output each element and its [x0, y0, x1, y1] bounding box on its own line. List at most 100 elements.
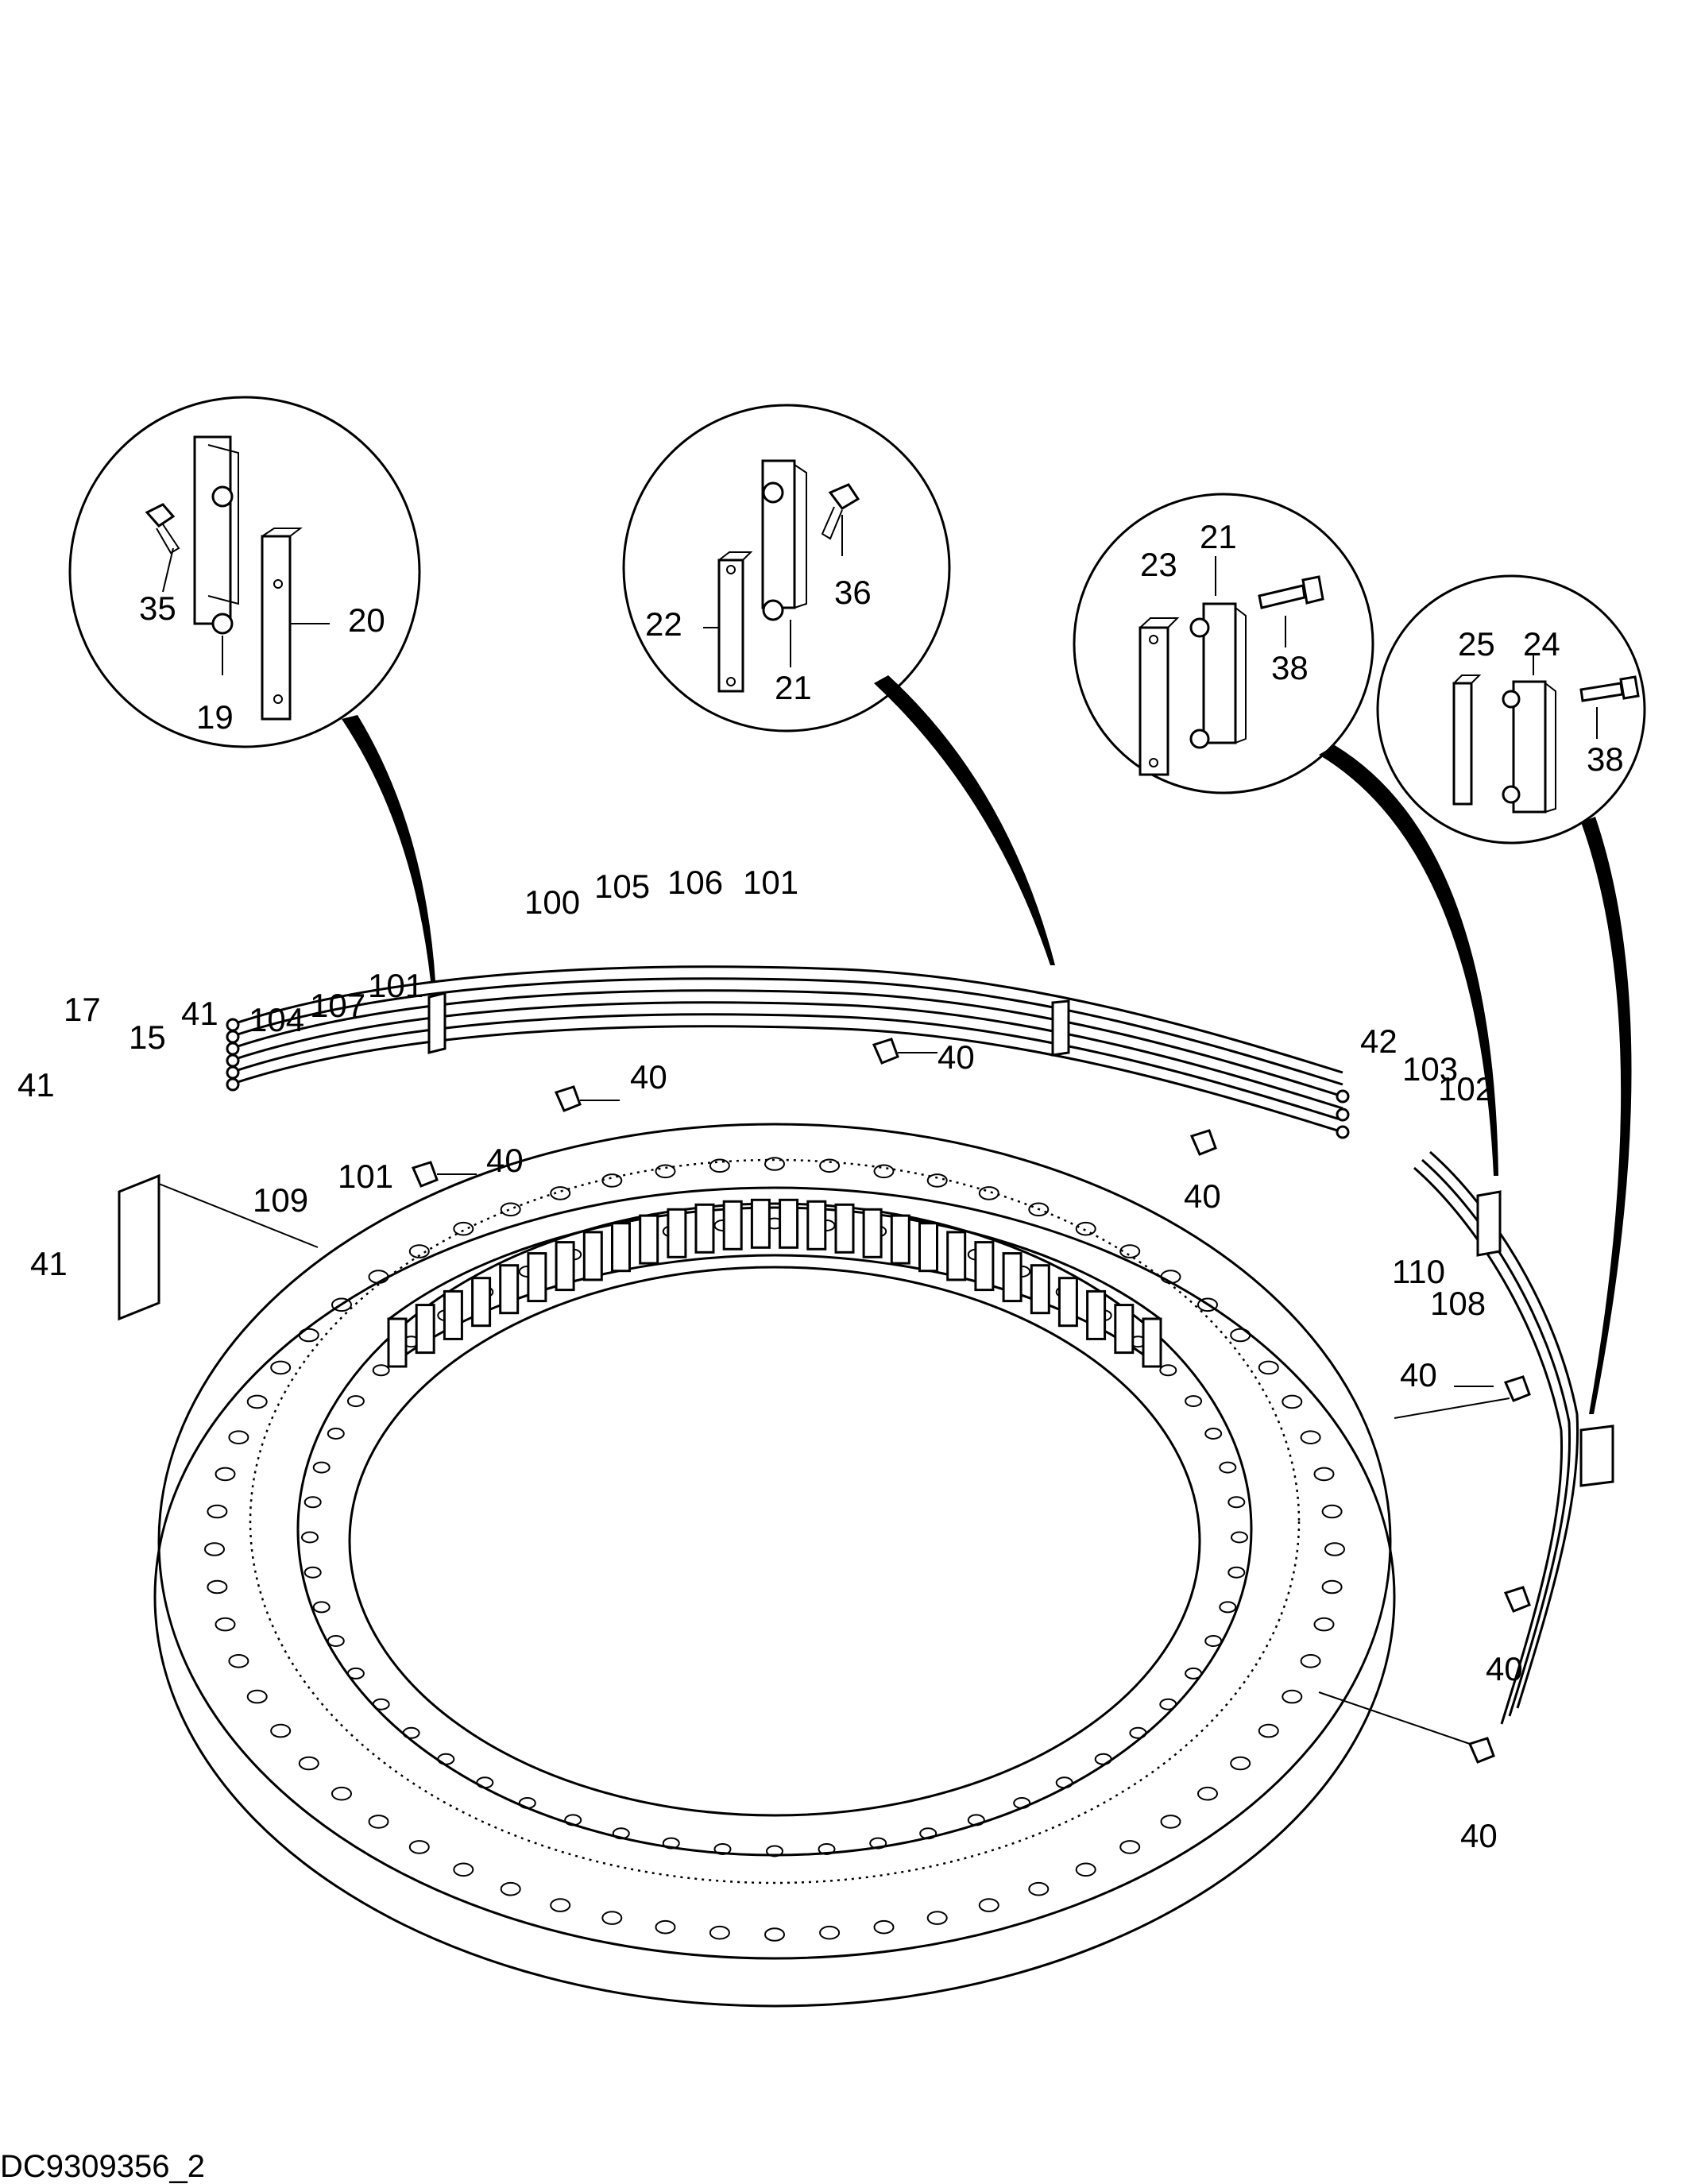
- bolt-hole: [372, 1698, 390, 1710]
- bolt-hole: [709, 1925, 730, 1940]
- label-15: 15: [129, 1019, 166, 1056]
- bolt-hole: [1204, 1428, 1223, 1440]
- bolt-hole: [408, 1244, 430, 1258]
- bolt-hole: [327, 1635, 345, 1647]
- bolt-hole: [518, 1797, 536, 1809]
- gear-tooth: [806, 1200, 827, 1250]
- bolt-hole: [215, 1617, 236, 1632]
- label-106: 106: [667, 864, 723, 901]
- bolt-hole: [1313, 1617, 1335, 1632]
- label-41b: 41: [17, 1066, 55, 1104]
- bolt-hole: [564, 1814, 582, 1826]
- bolt-hole: [1075, 1221, 1096, 1236]
- bolt-hole: [1227, 1496, 1246, 1509]
- bolt-hole: [1013, 1797, 1031, 1809]
- bolt-hole: [612, 1827, 630, 1840]
- bolt-hole: [1185, 1395, 1203, 1408]
- label-108: 108: [1430, 1285, 1486, 1322]
- gear-tooth: [890, 1214, 910, 1265]
- bolt-hole: [601, 1911, 623, 1925]
- label-38a: 38: [1271, 649, 1309, 686]
- bolt-hole: [368, 1270, 389, 1284]
- bolt-hole: [312, 1601, 331, 1614]
- bolt-hole: [215, 1467, 236, 1482]
- gear-tooth: [1142, 1317, 1162, 1368]
- bolt-hole: [270, 1723, 292, 1738]
- bolt-hole: [1321, 1579, 1343, 1595]
- bolt-hole: [301, 1531, 319, 1544]
- bolt-hole: [453, 1221, 474, 1236]
- bolt-hole: [298, 1328, 319, 1343]
- bolt-hole: [298, 1756, 319, 1771]
- bolt-hole: [303, 1496, 322, 1509]
- gear-tooth: [555, 1241, 575, 1292]
- bolt-hole: [1227, 1566, 1246, 1579]
- label-40d: 40: [1184, 1177, 1221, 1215]
- bolt-hole: [368, 1815, 389, 1829]
- label-102: 102: [1438, 1070, 1494, 1107]
- bolt-hole: [228, 1430, 249, 1444]
- hose-bundle: [118, 965, 1614, 1725]
- gear-tooth: [499, 1264, 520, 1315]
- detail-callout-1: [68, 396, 435, 981]
- label-21a: 21: [775, 669, 812, 706]
- bolt-hole: [764, 1927, 785, 1942]
- gear-tooth: [694, 1203, 715, 1254]
- gear-tooth: [1002, 1252, 1023, 1303]
- bolt-hole: [1159, 1364, 1177, 1377]
- document-code: DC9309356_2: [0, 2149, 205, 2184]
- gear-tooth: [471, 1277, 492, 1328]
- detail-callout-2: [622, 404, 1055, 965]
- bolt-hole: [764, 1157, 785, 1171]
- bolt-hole: [476, 1776, 494, 1789]
- bolt-hole: [207, 1504, 228, 1519]
- gear-tooth: [834, 1203, 855, 1254]
- bolt-hole: [1282, 1394, 1303, 1409]
- bolt-hole: [1300, 1654, 1321, 1668]
- label-22: 22: [645, 605, 682, 643]
- bolt-hole: [1055, 1776, 1073, 1789]
- label-101a: 101: [743, 864, 798, 901]
- bolt-hole: [246, 1394, 268, 1409]
- bolt-hole: [1219, 1601, 1237, 1614]
- bolt-hole: [967, 1814, 985, 1826]
- gear-tooth: [387, 1317, 408, 1368]
- bolt-hole: [1313, 1467, 1335, 1482]
- label-103: 103: [1402, 1050, 1458, 1088]
- bolt-hole: [709, 1158, 730, 1173]
- label-17: 17: [64, 991, 101, 1028]
- bolt-hole: [1324, 1542, 1345, 1556]
- gear-tooth: [1030, 1264, 1050, 1315]
- bolt-hole: [873, 1164, 895, 1179]
- bolt-hole: [1219, 1461, 1237, 1474]
- bolt-hole: [303, 1566, 322, 1579]
- gear-tooth: [918, 1222, 938, 1273]
- label-100: 100: [524, 883, 580, 921]
- label-24: 24: [1523, 625, 1560, 663]
- bolt-hole: [919, 1827, 937, 1840]
- bolt-hole: [1258, 1360, 1279, 1375]
- bolt-hole: [1231, 1531, 1248, 1544]
- bolt-hole: [1094, 1753, 1112, 1765]
- label-104: 104: [249, 1001, 304, 1038]
- gear-tooth: [582, 1231, 603, 1281]
- bolt-hole: [1230, 1328, 1251, 1343]
- gear-tooth: [946, 1231, 967, 1281]
- gear-tooth: [527, 1252, 547, 1303]
- bolt-hole: [1159, 1698, 1177, 1710]
- bolt-hole: [1300, 1430, 1321, 1444]
- bolt-hole: [819, 1158, 841, 1173]
- label-107: 107: [310, 987, 365, 1024]
- label-110: 110: [1392, 1253, 1445, 1290]
- label-20: 20: [348, 601, 385, 639]
- bolt-hole: [372, 1364, 390, 1377]
- bolt-hole: [246, 1689, 268, 1704]
- gear-tooth: [1114, 1304, 1135, 1355]
- bolt-hole: [1185, 1667, 1203, 1680]
- bolt-hole: [1160, 1270, 1181, 1284]
- label-40b: 40: [937, 1038, 975, 1076]
- bolt-hole: [402, 1726, 420, 1739]
- label-40g: 40: [1460, 1817, 1498, 1854]
- label-42: 42: [1360, 1022, 1398, 1060]
- gear-tooth: [862, 1208, 883, 1258]
